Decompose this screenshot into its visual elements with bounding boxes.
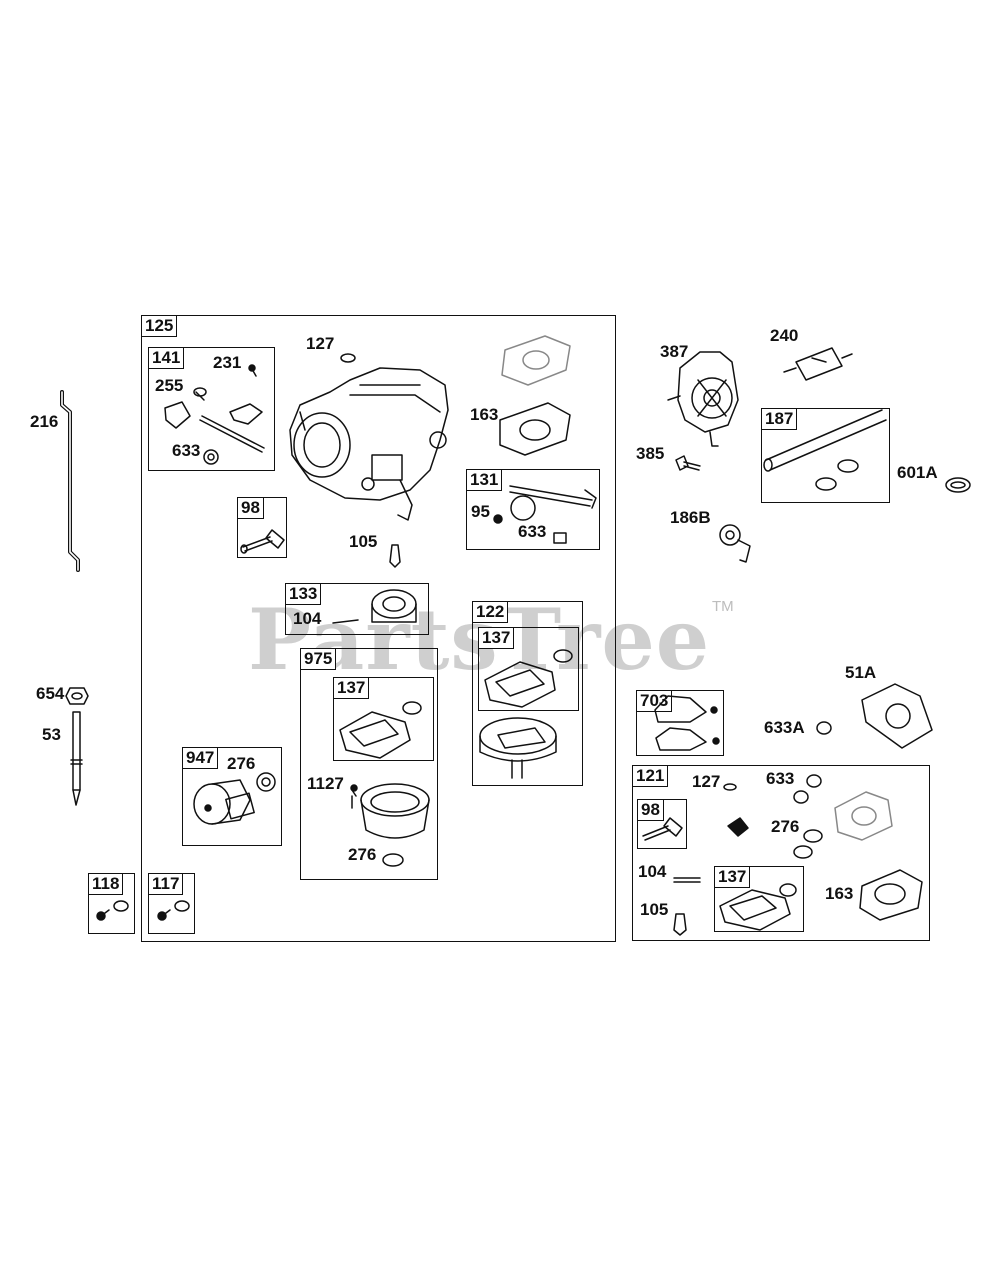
assembly-tag-98[interactable]: 98 [237,497,264,519]
nut-654-drawing[interactable] [65,687,89,705]
plug-127-drawing[interactable] [340,353,356,363]
gasket-kit-137-in-121-drawing[interactable] [719,883,797,931]
callout-387[interactable]: 387 [660,342,689,361]
assembly-tag-117[interactable]: 117 [148,873,184,895]
fuel-filter-240-drawing[interactable] [783,347,853,381]
assembly-tag-121[interactable]: 121 [632,765,669,787]
pilot-screw-98-in-121-drawing[interactable] [642,817,683,841]
fuel-line-187-drawing[interactable] [763,409,887,491]
elbow-186B-drawing[interactable] [719,524,751,563]
callout-127-top[interactable]: 127 [306,334,335,353]
callout-105-mid[interactable]: 105 [349,532,378,551]
float-133-drawing[interactable] [332,589,417,624]
callout-633A[interactable]: 633A [764,718,805,737]
assembly-tag-137-in-122[interactable]: 137 [478,627,515,649]
choke-parts-141-drawing[interactable] [164,364,265,465]
assembly-tag-187[interactable]: 187 [761,408,798,430]
pilot-screw-98-drawing[interactable] [240,529,285,554]
callout-1127[interactable]: 1127 [307,774,344,793]
callout-51A[interactable]: 51A [845,663,877,682]
callout-240[interactable]: 240 [770,326,799,345]
watermark-trademark: TM [712,598,734,615]
ring-633A-drawing[interactable] [816,721,832,735]
assembly-tag-141[interactable]: 141 [148,347,185,369]
assembly-tag-98-in-121[interactable]: 98 [637,799,664,821]
assembly-box-121 [632,765,930,941]
assembly-tag-975[interactable]: 975 [300,648,337,670]
gasket-51A-drawing[interactable] [861,683,933,749]
assembly-box-131 [466,469,600,550]
callout-601A[interactable]: 601A [897,463,938,482]
assembly-tag-131[interactable]: 131 [466,469,503,491]
assembly-tag-122[interactable]: 122 [472,601,509,623]
callout-216[interactable]: 216 [30,412,59,431]
callout-231[interactable]: 231 [213,353,242,372]
carb-kit-121-drawing[interactable] [673,774,923,936]
callout-104-133[interactable]: 104 [293,609,322,628]
callout-633-141[interactable]: 633 [172,441,201,460]
callout-276-947[interactable]: 276 [227,754,256,773]
throttle-link-rod-drawing[interactable] [60,390,80,572]
callout-385[interactable]: 385 [636,444,665,463]
callout-633-121[interactable]: 633 [766,769,795,788]
clamp-601A-drawing[interactable] [945,477,971,493]
callout-105-121[interactable]: 105 [640,900,669,919]
assembly-box-141 [148,347,275,471]
assembly-tag-133[interactable]: 133 [285,583,322,605]
assembly-tag-947[interactable]: 947 [182,747,219,769]
carburetor-body-drawing[interactable] [289,367,449,521]
assembly-box-703 [636,690,724,756]
assembly-tag-703[interactable]: 703 [636,690,673,712]
assembly-box-187 [761,408,890,503]
callout-163-121[interactable]: 163 [825,884,854,903]
callout-186B[interactable]: 186B [670,508,711,527]
gasket-kit-137-in-122-drawing[interactable] [484,649,573,708]
inlet-needle-105-drawing[interactable] [389,544,401,568]
assembly-tag-118[interactable]: 118 [88,873,124,895]
throttle-shaft-131-drawing[interactable] [493,485,597,544]
callout-104-121[interactable]: 104 [638,862,667,881]
assembly-tag-125[interactable]: 125 [141,315,178,337]
callout-633-131[interactable]: 633 [518,522,547,541]
callout-255[interactable]: 255 [155,376,184,395]
springs-703-drawing[interactable] [654,695,720,751]
screw-385-drawing[interactable] [675,455,701,471]
gasket-163-top-drawing[interactable] [499,335,571,456]
float-bowl-975-drawing[interactable] [350,783,430,867]
screw-118-drawing[interactable] [96,900,129,921]
assembly-box-133 [285,583,429,635]
assembly-box-125 [141,315,616,942]
callout-127-121[interactable]: 127 [692,772,721,791]
assembly-tag-137-in-121[interactable]: 137 [714,866,751,888]
assembly-box-137-in-975 [333,677,434,761]
stud-53-drawing[interactable] [70,711,83,806]
callout-276-121[interactable]: 276 [771,817,800,836]
callout-654[interactable]: 654 [36,684,65,703]
fuel-solenoid-947-drawing[interactable] [193,772,276,825]
carburetor-lower-122-drawing[interactable] [479,717,557,779]
callout-276-975[interactable]: 276 [348,845,377,864]
screw-117-drawing[interactable] [157,900,190,921]
fuel-pump-387-drawing[interactable] [667,351,739,447]
assembly-box-975 [300,648,438,880]
assembly-tag-137-in-975[interactable]: 137 [333,677,370,699]
gasket-kit-137-in-975-drawing[interactable] [339,701,422,759]
assembly-box-137-in-121 [714,866,804,932]
assembly-box-122 [472,601,583,786]
assembly-box-947 [182,747,282,846]
callout-163-top[interactable]: 163 [470,405,499,424]
callout-53[interactable]: 53 [42,725,61,744]
assembly-box-137-in-122 [478,627,579,711]
callout-95[interactable]: 95 [471,502,490,521]
